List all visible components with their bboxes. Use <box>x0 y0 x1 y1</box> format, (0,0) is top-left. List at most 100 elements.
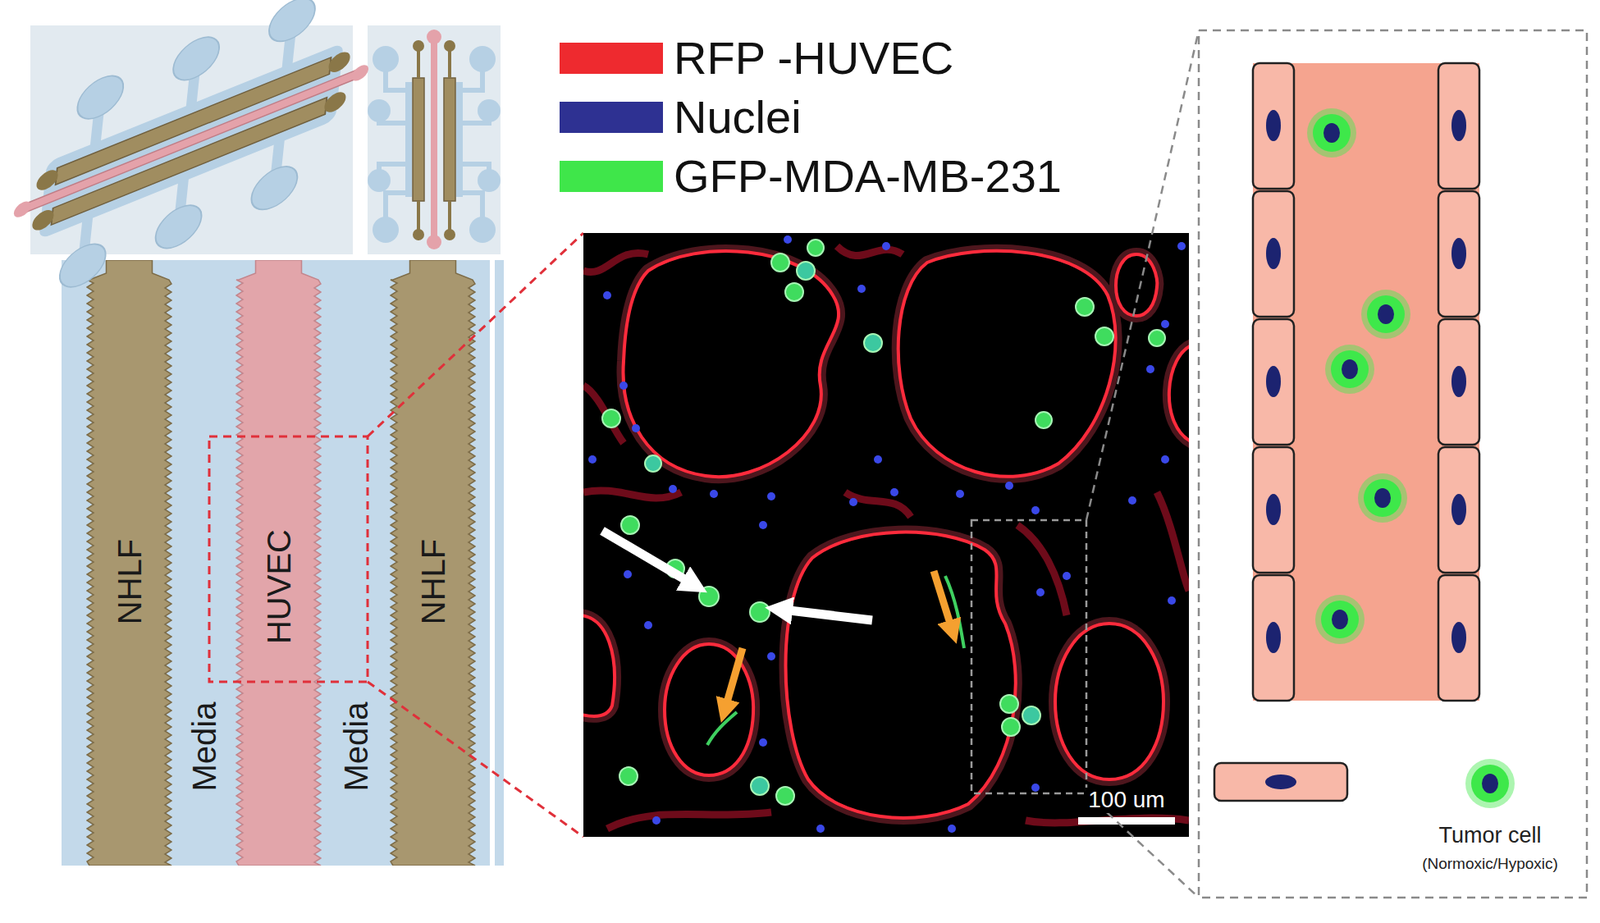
chip-backdrop <box>367 25 501 255</box>
tumor-cell <box>1363 479 1402 517</box>
tumor-cell <box>776 786 795 805</box>
key-label: Tumor cell <box>1435 823 1545 849</box>
legend-swatch <box>559 101 663 133</box>
media-channel <box>405 82 412 197</box>
nucleus <box>849 498 858 507</box>
nucleus <box>955 489 965 499</box>
channel-shape <box>390 260 476 866</box>
nucleus <box>1481 773 1499 794</box>
channel-label: NHLF <box>110 539 149 625</box>
nucleus <box>1128 496 1137 505</box>
media-channel: Media <box>172 260 236 866</box>
nucleus <box>1266 109 1281 142</box>
tumor-glow <box>1465 758 1515 809</box>
nucleus <box>1377 304 1395 325</box>
port <box>443 228 456 241</box>
media-channel <box>456 82 463 197</box>
white-arrow <box>602 530 686 581</box>
vessel-wall <box>1055 623 1164 780</box>
port <box>171 29 222 87</box>
tumor-cell <box>1148 329 1166 347</box>
endothelial-cells <box>1252 63 1480 701</box>
nucleus <box>1331 609 1349 630</box>
nucleus <box>758 738 768 747</box>
nucleus <box>1266 365 1281 398</box>
tumor-cells <box>602 239 1166 805</box>
tumor-cell <box>1035 411 1052 429</box>
nucleus <box>767 652 776 661</box>
channel-label: HUVEC <box>260 529 298 645</box>
nucleus <box>1374 488 1391 508</box>
nucleus <box>758 521 768 530</box>
port <box>367 169 391 192</box>
cell-nuclei <box>1266 109 1467 654</box>
vessel-network <box>583 246 1189 829</box>
tumor-cell <box>699 586 719 607</box>
port <box>75 68 126 127</box>
fibroblast-channel <box>412 77 425 202</box>
endothelial-cell <box>1252 319 1294 445</box>
port <box>351 62 370 84</box>
nucleus <box>1031 783 1040 792</box>
port <box>13 198 32 220</box>
nucleus <box>588 455 597 464</box>
nucleus <box>1167 596 1176 605</box>
vessel-wall <box>1115 254 1157 316</box>
vessel-glow <box>583 251 1189 819</box>
tumor-cell <box>864 333 883 352</box>
white-arrow <box>789 610 873 621</box>
tumor-glow <box>1325 344 1375 394</box>
endothelial-cell <box>1252 447 1294 573</box>
tumor-cell <box>619 767 638 786</box>
nucleus <box>882 242 891 251</box>
tumor-cell <box>807 239 824 256</box>
orange-arrow <box>933 571 951 624</box>
nucleus <box>857 284 866 293</box>
vessel-wall <box>898 251 1116 477</box>
nucleus <box>1451 109 1467 142</box>
tumor-cell <box>749 602 770 622</box>
fibroblast-channel <box>443 77 456 202</box>
fibroblast-channel: NHLF <box>86 260 173 866</box>
inset-box <box>971 520 1087 794</box>
legend-text: GFP-MDA-MB-231 <box>673 152 1062 201</box>
nucleus <box>1005 481 1014 490</box>
nucleus <box>644 621 653 630</box>
tumor-cell <box>602 409 621 428</box>
port <box>469 45 496 73</box>
endothelial-cell <box>1438 63 1480 189</box>
nucleus <box>1161 455 1170 464</box>
legend-swatch <box>559 42 663 74</box>
port <box>249 159 300 217</box>
port <box>323 88 347 116</box>
nucleus <box>816 824 825 833</box>
tumor-glow <box>1315 594 1365 645</box>
nucleus <box>619 381 628 390</box>
port <box>31 206 55 234</box>
fibroblast-channel: NHLF <box>389 260 476 866</box>
nucleus <box>1451 365 1467 398</box>
nucleus <box>1266 237 1281 270</box>
vessel-channel <box>27 70 356 212</box>
vessel-lumen <box>1252 63 1480 701</box>
vessel-wall <box>583 615 615 717</box>
port <box>477 99 501 123</box>
port <box>372 216 399 243</box>
port <box>443 40 456 52</box>
key-note: (Normoxic/Hypoxic) <box>1418 855 1562 874</box>
vessel-wall <box>664 644 754 776</box>
nucleus <box>1161 320 1170 329</box>
nucleus <box>652 816 661 825</box>
tumor-glow <box>1357 473 1408 523</box>
tumor-glow <box>1361 289 1411 339</box>
nucleus <box>709 489 718 499</box>
nucleus <box>1451 493 1467 526</box>
endothelial-cell-key <box>1214 763 1348 801</box>
port <box>426 29 442 45</box>
channel-shape <box>236 260 321 866</box>
vessel-channel: HUVEC <box>235 260 322 866</box>
nucleus <box>783 235 792 244</box>
tumor-cell <box>1330 350 1369 389</box>
nucleus <box>1451 237 1467 270</box>
nucleus <box>1177 242 1186 251</box>
